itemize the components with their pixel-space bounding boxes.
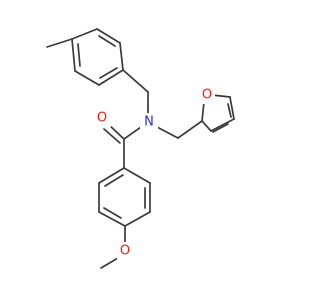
bond-tol-6 [71,38,76,72]
bond-o-methyl [100,257,119,269]
bond-furan-4 [210,118,235,132]
bond-furan-3 [229,96,235,120]
bond-carbonyl-2 [103,128,121,144]
bond-benzyl-ch2 [122,69,149,93]
bond-anis-inner-2 [103,207,122,219]
carbonyl-oxygen-bg [93,109,111,127]
bond-anis-inner-3 [104,174,124,187]
bond-furan-1 [201,101,205,122]
bond-anis-1 [123,167,151,184]
bonds [46,28,235,269]
amide-nitrogen-label: N [144,115,154,130]
bond-tol-2 [96,28,121,44]
bond-tol-inner-2 [99,67,118,79]
bond-n-ch2-furfuryl [154,125,179,139]
bond-furan-inner-2 [212,123,229,133]
bond-anis-4 [98,211,126,227]
atom-labels: O N O O [93,86,215,260]
amide-nitrogen-bg [140,113,158,131]
bond-ch2-furan [177,120,203,139]
bond-tol-inner-1 [98,35,116,47]
carbonyl-oxygen-label: O [97,111,107,126]
furan-oxygen-bg [199,86,215,104]
bond-tol-3 [119,42,124,71]
furan-oxygen-label: O [202,88,212,103]
bond-tol-5 [74,70,100,86]
bond-anis-3 [124,211,151,227]
structure-diagram: O N O O [46,28,235,269]
bond-n-carbonyl [123,126,142,140]
bond-furan-inner-1 [227,103,232,118]
bond-tol-1 [71,28,98,40]
bond-tol-inner-3 [77,43,81,67]
methoxy-oxygen-label: O [120,244,130,259]
bond-tol-4 [98,69,124,86]
methoxy-oxygen-bg [117,242,134,260]
bond-methyl [46,38,73,48]
molecule-svg: O N O O [46,28,235,269]
bond-furan-5 [201,120,212,132]
bond-anis-6 [98,167,125,184]
